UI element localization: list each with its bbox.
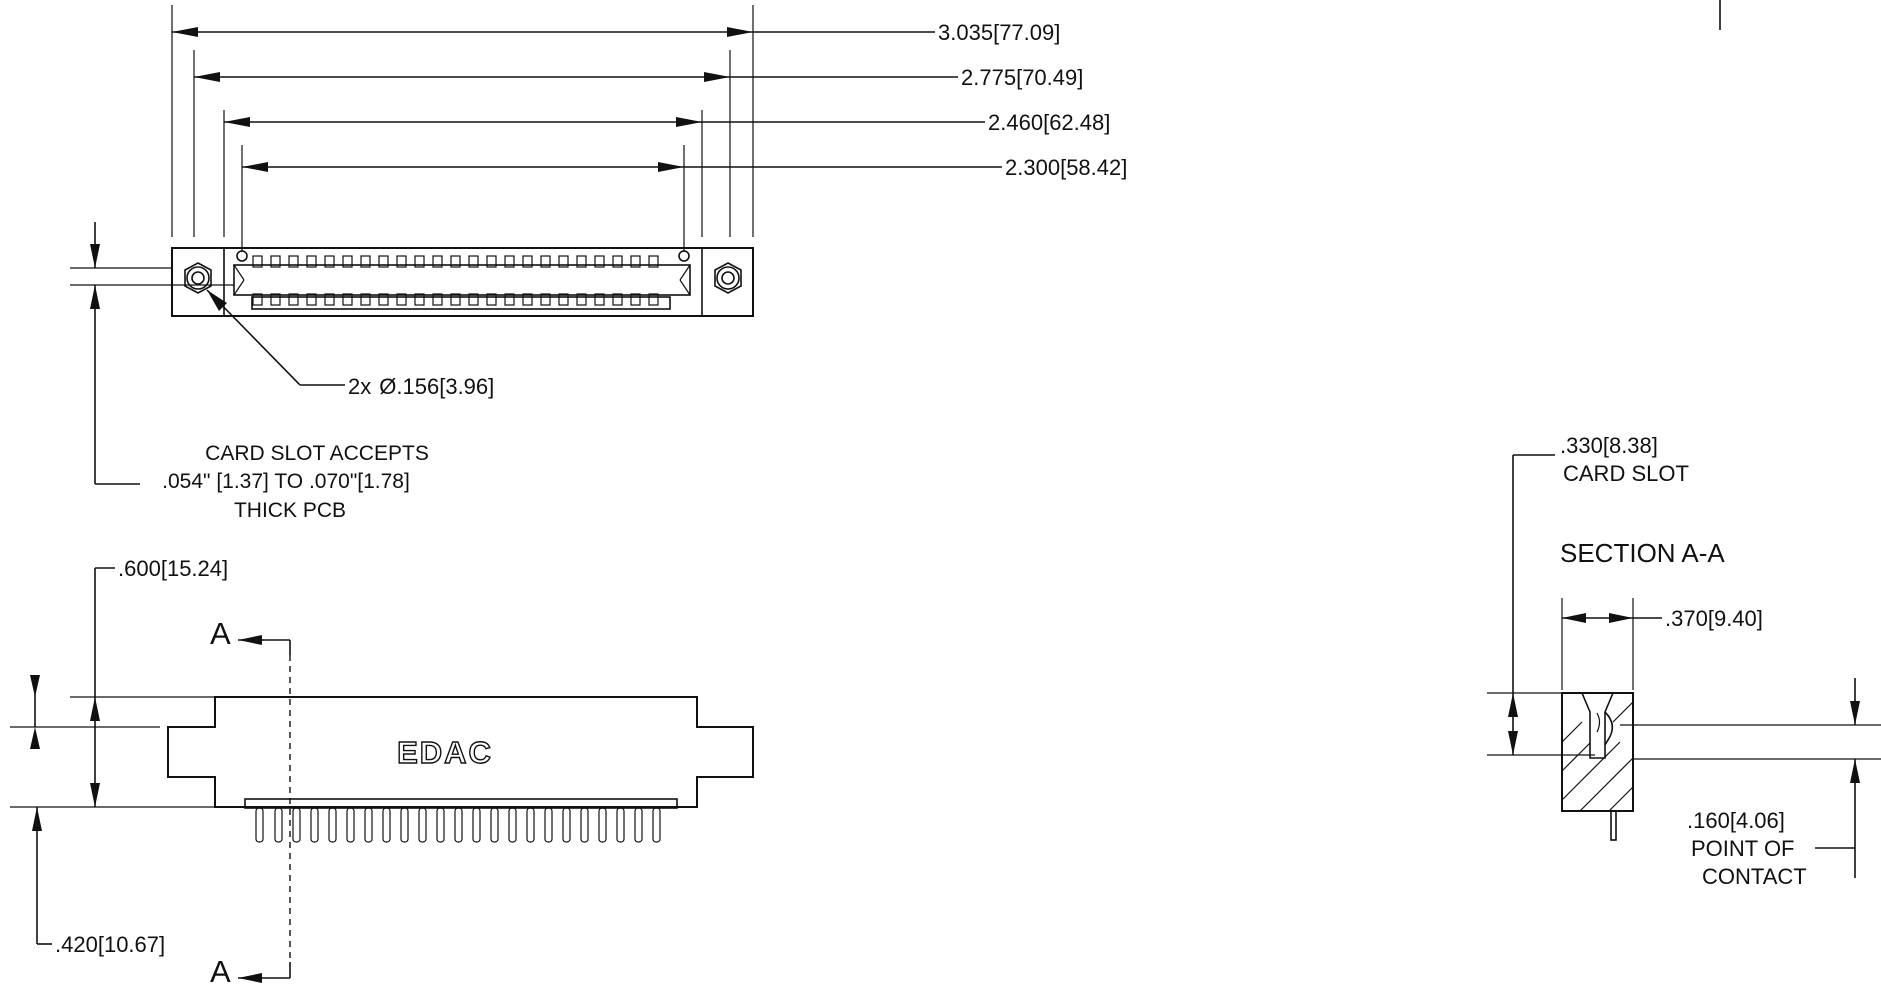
bracket-close-icon: ] [488,374,494,399]
dim-2300-label: 2.300[58.42] [1005,155,1127,180]
contact-dim-mm: 4.06 [1736,808,1779,833]
section-card-slot [1581,692,1614,759]
dim-2460-value: 2.460 [988,110,1043,135]
dim-2300-mm: 58.42 [1066,155,1121,180]
dim-3035-mm: 77.09 [999,20,1054,45]
diameter-icon: Ø [379,374,396,399]
bracket-close-icon: ] [1077,65,1083,90]
contact-dim-value: .160 [1687,808,1730,833]
contact-dim-label: .160[4.06] [1687,808,1785,833]
dim-420-value: .420 [55,932,98,957]
dim-line-contact [1620,678,1881,878]
section-contact-tip [1596,712,1601,733]
contact-label-line-2: CONTACT [1702,864,1807,889]
bracket-close-icon: ] [1054,20,1060,45]
card-slot-dim-label: .330[8.38] [1560,433,1658,458]
dim-3035-value: 3.035 [938,20,993,45]
edac-logo: EDAC [397,735,493,770]
dim-2460-label: 2.460[62.48] [988,110,1110,135]
section-body [1561,692,1634,812]
dim-line-2300 [242,162,1002,172]
dim-line-card-slot-depth [1487,454,1595,756]
width-dim-value: .370 [1665,606,1708,631]
bracket-close-icon: ] [1104,110,1110,135]
section-contact-spring [1604,711,1614,746]
card-slot-dim-mm: 8.38 [1609,433,1652,458]
polarizing-hole-left-icon [236,250,248,262]
card-slot-note-line-3: THICK PCB [234,499,346,522]
card-slot [233,264,691,296]
bracket-open-icon: [ [1708,606,1714,631]
card-slot-note-line-1: CARD SLOT ACCEPTS [205,442,429,465]
bracket-close-icon: ] [1652,433,1658,458]
dim-2775-value: 2.775 [961,65,1016,90]
dim-3035-label: 3.035[77.09] [938,20,1060,45]
contact-row-lower [251,296,671,310]
dim-line-2460 [224,117,985,127]
dim-line-420 [32,807,52,945]
contact-label-line-1: POINT OF [1691,836,1795,861]
section-view: .330[8.38] CARD SLOT SECTION A-A .370[9.… [1487,0,1881,889]
top-view: 3.035[77.09] 2.775[70.49] 2.460[62.48] 2… [70,5,1127,522]
dim-600-mm: 15.24 [167,556,222,581]
front-view: .600[15.24] .420[10.67] EDAC [10,556,754,984]
hole-leader [206,289,345,386]
bracket-close-icon: ] [1779,808,1785,833]
section-title: SECTION A-A [1560,538,1725,568]
bracket-open-icon: [ [1043,110,1049,135]
width-dim-label: .370[9.40] [1665,606,1763,631]
connector-body-top [171,247,754,317]
bracket-close-icon: ] [159,932,165,957]
mounting-hole-left-icon [184,262,212,294]
section-hatch [1561,701,1634,812]
bracket-open-icon: [ [439,374,445,399]
dim-line-width [1561,598,1662,690]
section-label-top: A [210,616,231,651]
dim-line-2775 [194,72,958,82]
bracket-open-icon: [ [993,20,999,45]
hole-dim-value: .156 [396,374,439,399]
bracket-open-icon: [ [161,556,167,581]
contact-array [252,255,659,306]
bracket-close-icon: ] [1757,606,1763,631]
bracket-open-icon: [ [1060,155,1066,180]
dim-line-600 [90,567,115,807]
dim-2775-label: 2.775[70.49] [961,65,1083,90]
bracket-close-icon: ] [1121,155,1127,180]
hole-count: 2x [348,374,371,399]
polarizing-hole-right-icon [678,250,690,262]
section-pin [1610,810,1617,841]
bracket-open-icon: [ [1603,433,1609,458]
section-label-bottom: A [210,954,231,984]
dim-2300-value: 2.300 [1005,155,1060,180]
connector-body-front [167,696,754,808]
bracket-open-icon: [ [1730,808,1736,833]
dim-line-card-slot [70,222,234,485]
bracket-open-icon: [ [98,932,104,957]
pin-array [255,807,661,843]
dim-600-label: .600[15.24] [118,556,228,581]
card-slot-label: CARD SLOT [1563,461,1689,486]
hole-callout: 2x Ø.156[3.96] [348,374,494,399]
dim-2775-mm: 70.49 [1022,65,1077,90]
dim-600-value: .600 [118,556,161,581]
dim-420-mm: 10.67 [104,932,159,957]
hole-dim-mm: 3.96 [445,374,488,399]
bracket-close-icon: ] [222,556,228,581]
dim-420-label: .420[10.67] [55,932,165,957]
card-slot-dim-value: .330 [1560,433,1603,458]
card-slot-note-line-2: .054" [1.37] TO .070"[1.78] [162,470,410,493]
mounting-hole-right-icon [714,262,742,294]
dim-line-flange [30,675,40,749]
dim-2460-mm: 62.48 [1049,110,1104,135]
section-cut-line [238,635,291,983]
width-dim-mm: 9.40 [1714,606,1757,631]
bracket-open-icon: [ [1016,65,1022,90]
dim-line-3035 [172,27,935,37]
